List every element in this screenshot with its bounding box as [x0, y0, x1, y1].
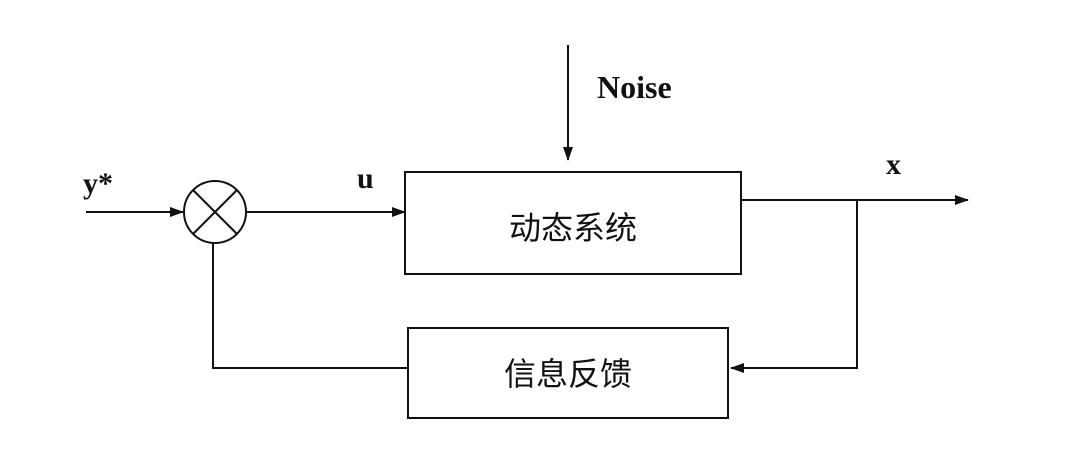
feedback-return-line	[212, 244, 408, 369]
output-label: x	[886, 148, 901, 181]
feedback-label: 信息反馈	[504, 355, 632, 393]
feedback-path-arrow	[730, 200, 858, 373]
plant-label: 动态系统	[509, 209, 637, 247]
feedback-block	[407, 327, 729, 419]
control-label: u	[357, 162, 374, 195]
noise-label: Noise	[597, 69, 672, 105]
summing-junction	[183, 180, 247, 244]
plant-block	[404, 171, 742, 275]
reference-label: y*	[83, 167, 113, 200]
